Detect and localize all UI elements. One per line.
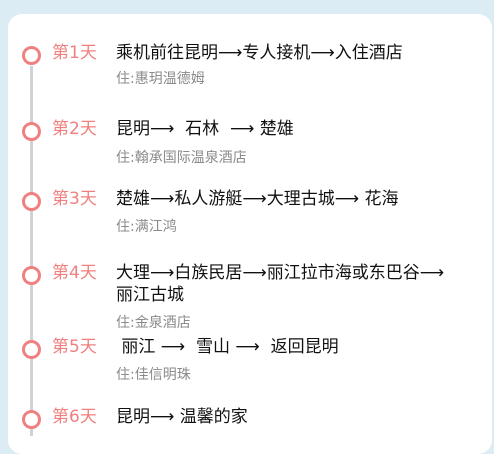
day-6-marker-icon (22, 410, 41, 429)
day-5-route: 丽江 ⟶ 雪山 ⟶ 返回昆明 (116, 337, 339, 357)
day-2-accommodation: 住:翰承国际温泉酒店 (116, 150, 247, 166)
day-6-label: 第6天 (52, 407, 97, 427)
day-2-route: 昆明⟶ 石林 ⟶ 楚雄 (116, 119, 294, 139)
day-3-accommodation: 住:满江鸿 (116, 219, 177, 235)
day-1-route: 乘机前往昆明⟶专人接机⟶入住酒店 (116, 43, 403, 63)
itinerary-card: 第1天 乘机前往昆明⟶专人接机⟶入住酒店 住:惠玥温德姆 第2天 昆明⟶ 石林 … (8, 14, 492, 454)
day-2-label: 第2天 (52, 119, 97, 139)
day-5-label: 第5天 (52, 337, 97, 357)
day-4-label: 第4天 (52, 263, 97, 283)
day-3-route: 楚雄⟶私人游艇⟶大理古城⟶ 花海 (116, 189, 399, 209)
day-4-marker-icon (22, 266, 41, 285)
day-1-label: 第1天 (52, 43, 97, 63)
day-2-marker-icon (22, 122, 41, 141)
timeline-line (30, 66, 33, 436)
day-3-label: 第3天 (52, 189, 97, 209)
day-3-marker-icon (22, 192, 41, 211)
day-5-accommodation: 住:佳信明珠 (116, 367, 191, 383)
day-1-marker-icon (22, 46, 41, 65)
day-4-accommodation: 住:金泉酒店 (116, 315, 191, 331)
day-4-route: 大理⟶白族民居⟶丽江拉市海或东巴谷⟶丽江古城 (116, 263, 445, 305)
day-6-route: 昆明⟶ 温馨的家 (116, 407, 248, 427)
day-1-accommodation: 住:惠玥温德姆 (116, 71, 205, 87)
day-5-marker-icon (22, 340, 41, 359)
